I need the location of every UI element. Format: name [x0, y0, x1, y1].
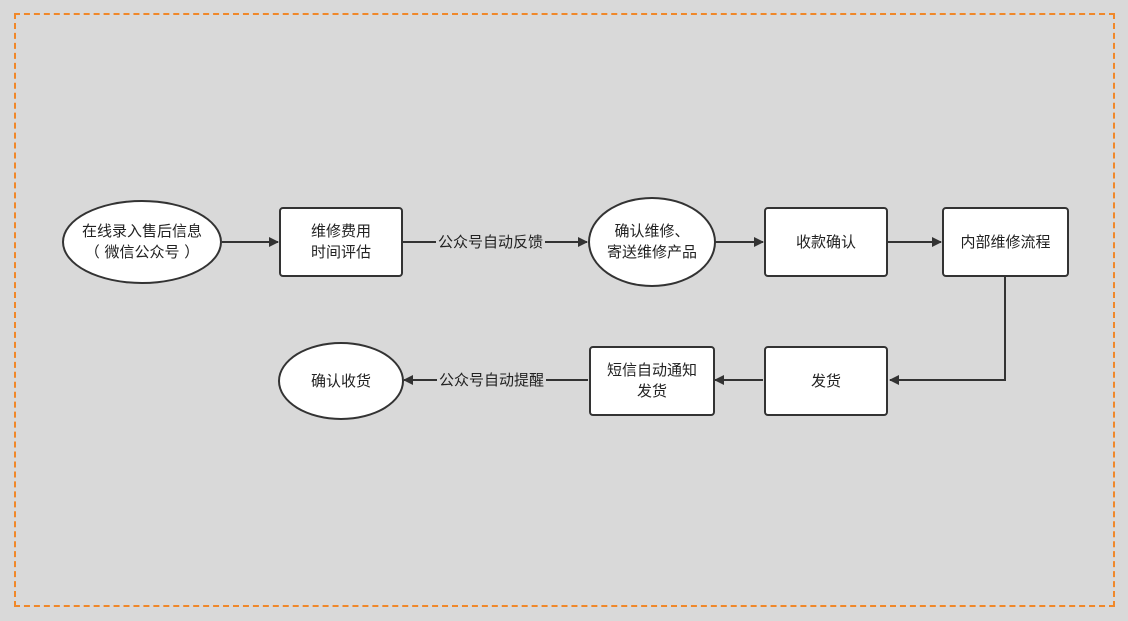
node-cost-time-evaluation: 维修费用 时间评估 [279, 207, 403, 277]
node-ship: 发货 [764, 346, 888, 416]
node-confirm-receipt: 确认收货 [278, 342, 404, 420]
node-sms-notify-ship: 短信自动通知 发货 [589, 346, 715, 416]
edge-label-auto-feedback: 公众号自动反馈 [436, 232, 546, 252]
node-online-entry: 在线录入售后信息 （ 微信公众号 ） [62, 200, 222, 284]
node-confirm-repair-ship: 确认维修、 寄送维修产品 [588, 197, 716, 287]
dashed-frame [14, 13, 1115, 607]
edge-n5-n6 [889, 277, 1006, 385]
edge-label-auto-reminder: 公众号自动提醒 [437, 370, 547, 390]
node-payment-confirm: 收款确认 [764, 207, 888, 277]
node-internal-repair-process: 内部维修流程 [942, 207, 1069, 277]
